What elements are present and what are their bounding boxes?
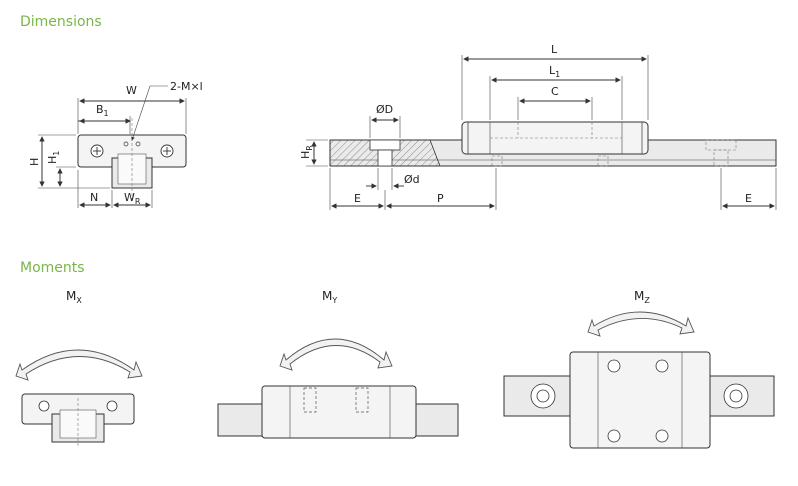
dim-label-B1: B1 — [96, 103, 109, 118]
dim-label-C: C — [551, 85, 559, 98]
dim-label-OD: ØD — [376, 103, 393, 116]
moment-label-my: MY — [322, 289, 337, 305]
dim-label-H1: H1 — [46, 151, 61, 164]
moment-mz-diagram: MZ — [503, 289, 775, 449]
rotation-arrow-mz-icon — [587, 311, 695, 337]
dim-label-L: L — [551, 43, 558, 56]
dim-label-thread: 2-M×l — [170, 80, 203, 93]
dim-label-WR: WR — [124, 191, 141, 206]
side-view-diagram: L L1 C HR ØD Ød — [299, 43, 777, 210]
dim-label-Od: Ød — [404, 173, 420, 186]
moment-mx-diagram: MX — [15, 289, 143, 446]
dim-label-E-right: E — [745, 192, 752, 205]
dim-label-H: H — [28, 158, 41, 166]
moments-heading: Moments — [20, 260, 85, 276]
moment-label-mz: MZ — [634, 289, 650, 305]
screw-right-icon — [160, 144, 174, 158]
end-view-diagram: W B1 2-M×l H H1 N WR — [28, 80, 203, 208]
dim-label-L1: L1 — [549, 64, 560, 79]
rotation-arrow-my-icon — [279, 338, 393, 371]
rotation-arrow-mx-icon — [15, 349, 143, 381]
dim-label-HR: HR — [299, 145, 314, 159]
screw-left-icon — [90, 144, 104, 158]
dim-label-P: P — [437, 192, 444, 205]
moment-label-mx: MX — [66, 289, 82, 305]
dim-label-E-left: E — [354, 192, 361, 205]
moment-my-diagram: MY — [217, 289, 459, 439]
dimensions-heading: Dimensions — [20, 14, 102, 30]
dim-label-N: N — [90, 191, 98, 204]
dim-label-W: W — [126, 84, 137, 97]
